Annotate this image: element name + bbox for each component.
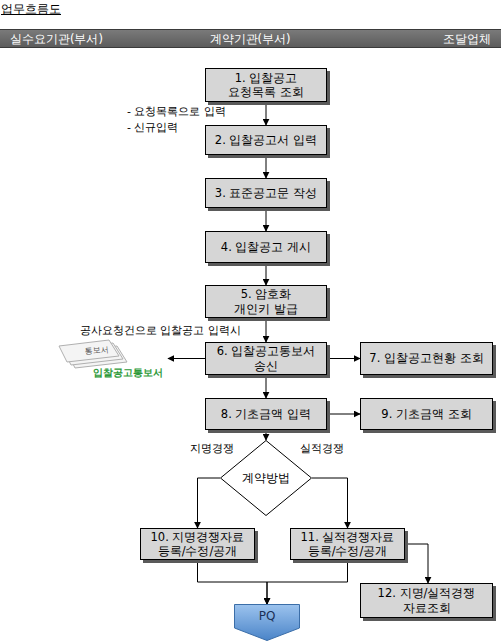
process-box: 8. 기초금액 입력 [205,398,327,430]
swimlane-header: 실수요기관(부서) 계약기관(부서) 조달업체 [0,29,501,48]
sheet-shape [59,340,119,362]
node-text: PQ [259,609,276,624]
node-text: 2. 입찰공고서 입력 [215,133,317,147]
annotation-label: - 신규입력 [127,120,178,135]
flow-connector [327,358,360,359]
flow-connector [266,375,267,398]
node-text: 계약방법 [242,471,290,485]
node-text: 12. 지명/실적경쟁 자료조회 [371,586,482,615]
flow-connector [168,358,205,359]
diagram-title: 업무흐름도 [1,1,61,18]
flow-connector [312,478,348,528]
flow-connector [266,430,267,440]
node-text: 11. 실적경쟁자료 등록/수정/공개 [295,530,400,559]
flow-connector [266,318,267,342]
process-box: 2. 입찰공고서 입력 [205,125,327,155]
pq-shape [235,605,300,641]
flow-connector [198,560,268,604]
node-text: 4. 입찰공고 게시 [221,240,311,254]
node-text: 3. 표준공고문 작성 [215,186,317,200]
node-text: 5. 암호화 개인키 발급 [224,287,308,316]
process-box: 9. 기초금액 조회 [360,398,493,430]
process-box: 6. 입찰공고통보서 송신 [205,342,327,375]
flow-connector [266,263,267,285]
process-box: 10. 지명경쟁자료 등록/수정/공개 [140,528,255,560]
process-box: 5. 암호화 개인키 발급 [205,285,327,318]
process-box: 1. 입찰공고 요청목록 조회 [205,68,327,102]
node-text: 실수요기관(부서) [10,32,103,46]
terminal-arrow: PQ [234,604,300,641]
node-text: 9. 기초금액 조회 [381,407,471,421]
flow-connector [266,102,267,125]
flow-connector [266,155,267,178]
process-box: 12. 지명/실적경쟁 자료조회 [360,583,493,618]
node-text: 7. 입찰공고현황 조회 [369,351,483,365]
flow-connector [198,478,221,528]
branch-label: 실적경쟁 [300,441,344,456]
document-icon: 통보서입찰공고통보서 [55,338,168,382]
flow-connector [327,414,360,415]
process-box: 4. 입찰공고 게시 [205,231,327,263]
process-box: 3. 표준공고문 작성 [205,178,327,208]
branch-label: 지명경쟁 [190,441,234,456]
node-text: 조달업체 [443,32,491,46]
diamond-shape [221,441,312,516]
annotation-label: 공사요청건으로 입찰공고 입력시 [80,323,241,338]
annotation-label: - 요청목록으로 입력 [127,104,226,119]
node-text: 10. 지명경쟁자료 등록/수정/공개 [145,530,250,559]
flow-connector [266,208,267,231]
node-text: 계약기관(부서) [210,32,291,46]
node-text: 8. 기초금액 입력 [221,407,311,421]
flow-connector [405,544,428,583]
node-text: 1. 입찰공고 요청목록 조회 [209,71,323,100]
node-text: 입찰공고통보서 [93,367,163,380]
process-box: 11. 실적경쟁자료 등록/수정/공개 [290,528,405,560]
process-box: 7. 입찰공고현황 조회 [360,342,493,375]
flow-connector [267,560,348,604]
node-text: 6. 입찰공고통보서 송신 [214,344,318,373]
